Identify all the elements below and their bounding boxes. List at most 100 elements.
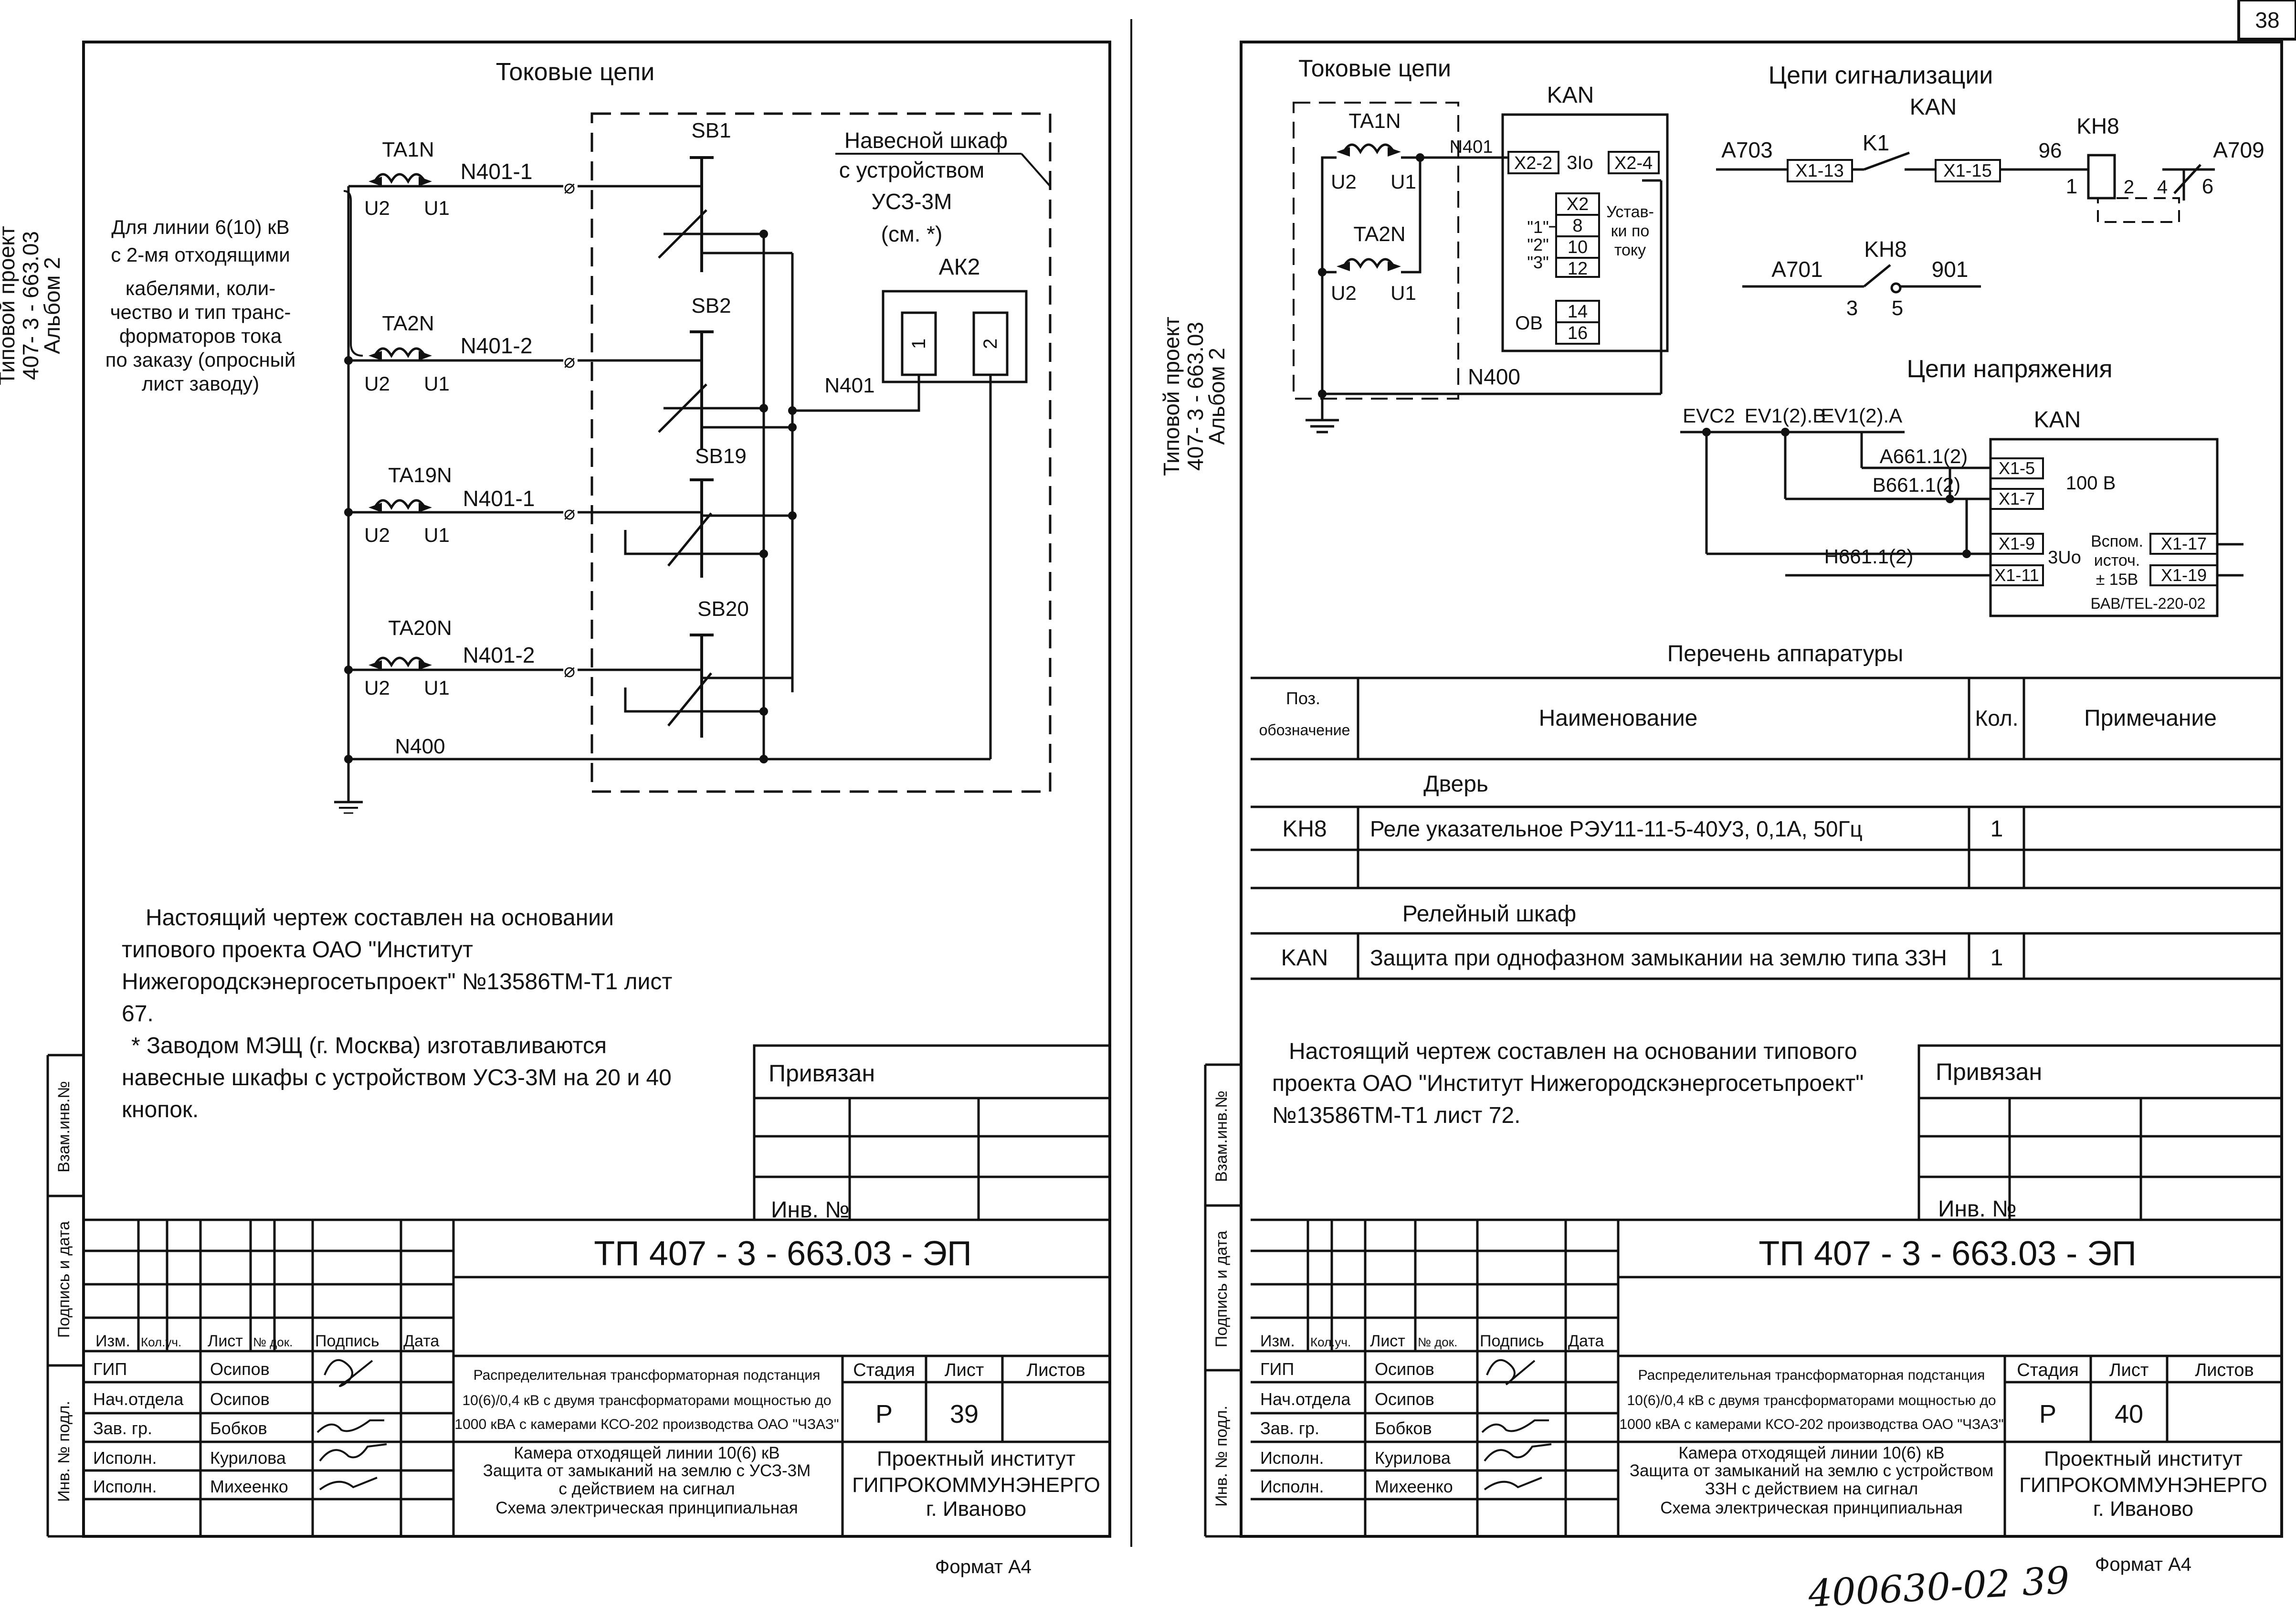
- ta-arrow-left: [1337, 262, 1350, 271]
- kan-quote-2: "2": [1527, 235, 1549, 254]
- device-ak2: [882, 290, 1028, 383]
- signatures: [1481, 1359, 1552, 1491]
- signal-k1: K1: [1863, 130, 1889, 155]
- side-strip: [46, 1054, 84, 1538]
- note-2: Нижегородскэнергосетьпроект" №13586ТМ-Т1…: [122, 969, 672, 994]
- ta-coil: [1342, 258, 1395, 269]
- voltage-x117-box: [2149, 533, 2218, 555]
- col-podpis: Подпись: [315, 1332, 379, 1350]
- terminal-u2: U2: [364, 197, 390, 219]
- eq-row-0-name: Дверь: [1423, 772, 1488, 797]
- stadia-value: Р: [875, 1400, 893, 1428]
- junction-dots: [344, 230, 797, 763]
- note-brace: [343, 190, 363, 357]
- junction: [1318, 268, 1327, 276]
- terminal-u1: U1: [424, 372, 450, 395]
- name-0: Осипов: [1375, 1359, 1434, 1379]
- role-4: Исполн.: [1260, 1477, 1324, 1496]
- sheet-desc-1: Защита от замыканий на землю с УСЗ-3М: [483, 1461, 811, 1480]
- kan-ov-16: 16: [1568, 323, 1588, 343]
- kan-quote-3: "3": [1527, 253, 1549, 272]
- col-doc: № док.: [253, 1335, 293, 1349]
- line-note-6: лист заводу): [142, 372, 259, 395]
- n401-label: N401: [824, 374, 874, 397]
- role-2: Зав. гр.: [1260, 1418, 1319, 1438]
- name-4: Михеенко: [210, 1477, 288, 1496]
- name-3: Курилова: [210, 1448, 286, 1468]
- ta-label: TA1N: [1348, 109, 1401, 133]
- current-dashed: [1293, 102, 1459, 400]
- terminal-u2: U2: [1331, 282, 1357, 304]
- ta2n: TA2N U2 U1: [1331, 222, 1416, 304]
- page-number-box: [2237, 0, 2296, 41]
- privyazan-block: [1917, 1044, 2283, 1221]
- name-3: Курилова: [1375, 1448, 1451, 1468]
- kan-x2: X2: [1567, 194, 1589, 214]
- line-note: Для линии 6(10) кВ с 2-мя отходящими каб…: [105, 216, 296, 395]
- transformer-row-4: TA20N U2 U1 N401-2 ⌀ SB20: [348, 597, 792, 738]
- sheet-39: Типовой проект 407- 3 - 663.03 Альбом 2 …: [0, 41, 1111, 1577]
- eq-row-4-qty: 1: [1991, 945, 2003, 971]
- kan-pin-10: 10: [1568, 237, 1588, 257]
- institute-1: ГИПРОКОММУНЭНЕРГО: [2019, 1473, 2267, 1497]
- junction: [1416, 153, 1424, 162]
- terminal-u2: U2: [1331, 170, 1357, 193]
- signal-kh8: KH8: [2076, 114, 2119, 138]
- n400-label: N400: [1468, 364, 1520, 389]
- kan-ustav-1: ки по: [1611, 222, 1650, 240]
- kan-pin-12: 12: [1568, 259, 1588, 279]
- kan-ustav-0: Устав-: [1606, 203, 1654, 221]
- cabinet-label-1: с устройством: [839, 158, 984, 182]
- button-label: SB1: [691, 119, 731, 142]
- wire-break: ⌀: [564, 660, 575, 681]
- col-kol: Кол.уч.: [1310, 1335, 1351, 1349]
- institute: Проектный институт ГИПРОКОММУНЭНЕРГО г. …: [2019, 1447, 2267, 1521]
- stadia-label: Стадия: [2017, 1360, 2079, 1380]
- side-stamp-line2: 407- 3 - 663.03: [1183, 322, 1208, 471]
- names: Осипов Осипов Бобков Курилова Михеенко: [210, 1359, 288, 1496]
- name-2: Бобков: [1375, 1418, 1432, 1438]
- role-3: Исполн.: [1260, 1448, 1324, 1468]
- institute-0: Проектный институт: [877, 1447, 1075, 1470]
- ta-arrow-right: [419, 503, 432, 512]
- eq-row-1-name: Реле указательное РЭУ11-11-5-40У3, 0,1А,…: [1370, 816, 1863, 841]
- junction: [1962, 550, 1971, 558]
- side-stamp-line2: 407- 3 - 663.03: [18, 231, 43, 380]
- voltage-x15: X1-5: [1999, 458, 2035, 478]
- col-kol: Кол.уч.: [141, 1335, 181, 1349]
- signal-pin2: 2: [2124, 177, 2134, 198]
- voltage-kan-block: [1989, 438, 2219, 617]
- ta-arrow-right: [419, 351, 432, 360]
- name-0: Осипов: [210, 1359, 270, 1379]
- ta-label: TA2N: [382, 312, 434, 335]
- side-label-inv-podl: Инв. № подл.: [55, 1401, 73, 1502]
- terminal-u1: U1: [1390, 170, 1416, 193]
- handwritten-footer: 400630-02 39: [1807, 1559, 2070, 1616]
- kan-x2-box: [1555, 192, 1600, 278]
- name-1: Осипов: [210, 1389, 270, 1409]
- junction: [1946, 495, 1954, 503]
- ta-arrow-left: [369, 660, 382, 670]
- voltage-x15-box: [1990, 457, 2044, 479]
- transformer-row-2: TA2N U2 U1 N401-2 ⌀ SB2: [348, 294, 792, 449]
- stadia-label: Стадия: [853, 1360, 915, 1380]
- inv-no-label: Инв. №: [771, 1197, 850, 1223]
- transformer-row-1: TA1N U2 U1 N401-1 ⌀ SB1: [348, 119, 792, 272]
- voltage-x111-box: [1990, 564, 2044, 586]
- equipment-table-lines: [1251, 677, 2282, 980]
- name-1: Осипов: [1375, 1389, 1434, 1409]
- voltage-kan: KAN: [2034, 407, 2081, 433]
- kan-3io: 3Io: [1567, 152, 1593, 173]
- doc-code: ТП 407 - 3 - 663.03 - ЭП: [1759, 1235, 2137, 1273]
- device-pin-2: 2: [980, 338, 1001, 349]
- line-note-0: Для линии 6(10) кВ: [111, 216, 289, 238]
- sheet-desc-3: Схема электрическая принципиальная: [495, 1499, 798, 1517]
- list-label: Лист: [2109, 1360, 2149, 1380]
- col-headers: Изм. Кол.уч. Лист № док. Подпись Дата: [1260, 1332, 1604, 1350]
- device-label: АК2: [939, 254, 980, 280]
- button-label: SB20: [697, 597, 749, 621]
- institute-2: г. Иваново: [926, 1497, 1026, 1521]
- col-podpis: Подпись: [1480, 1332, 1544, 1350]
- note-1: проекта ОАО "Институт Нижегородскэнергос…: [1272, 1071, 1864, 1096]
